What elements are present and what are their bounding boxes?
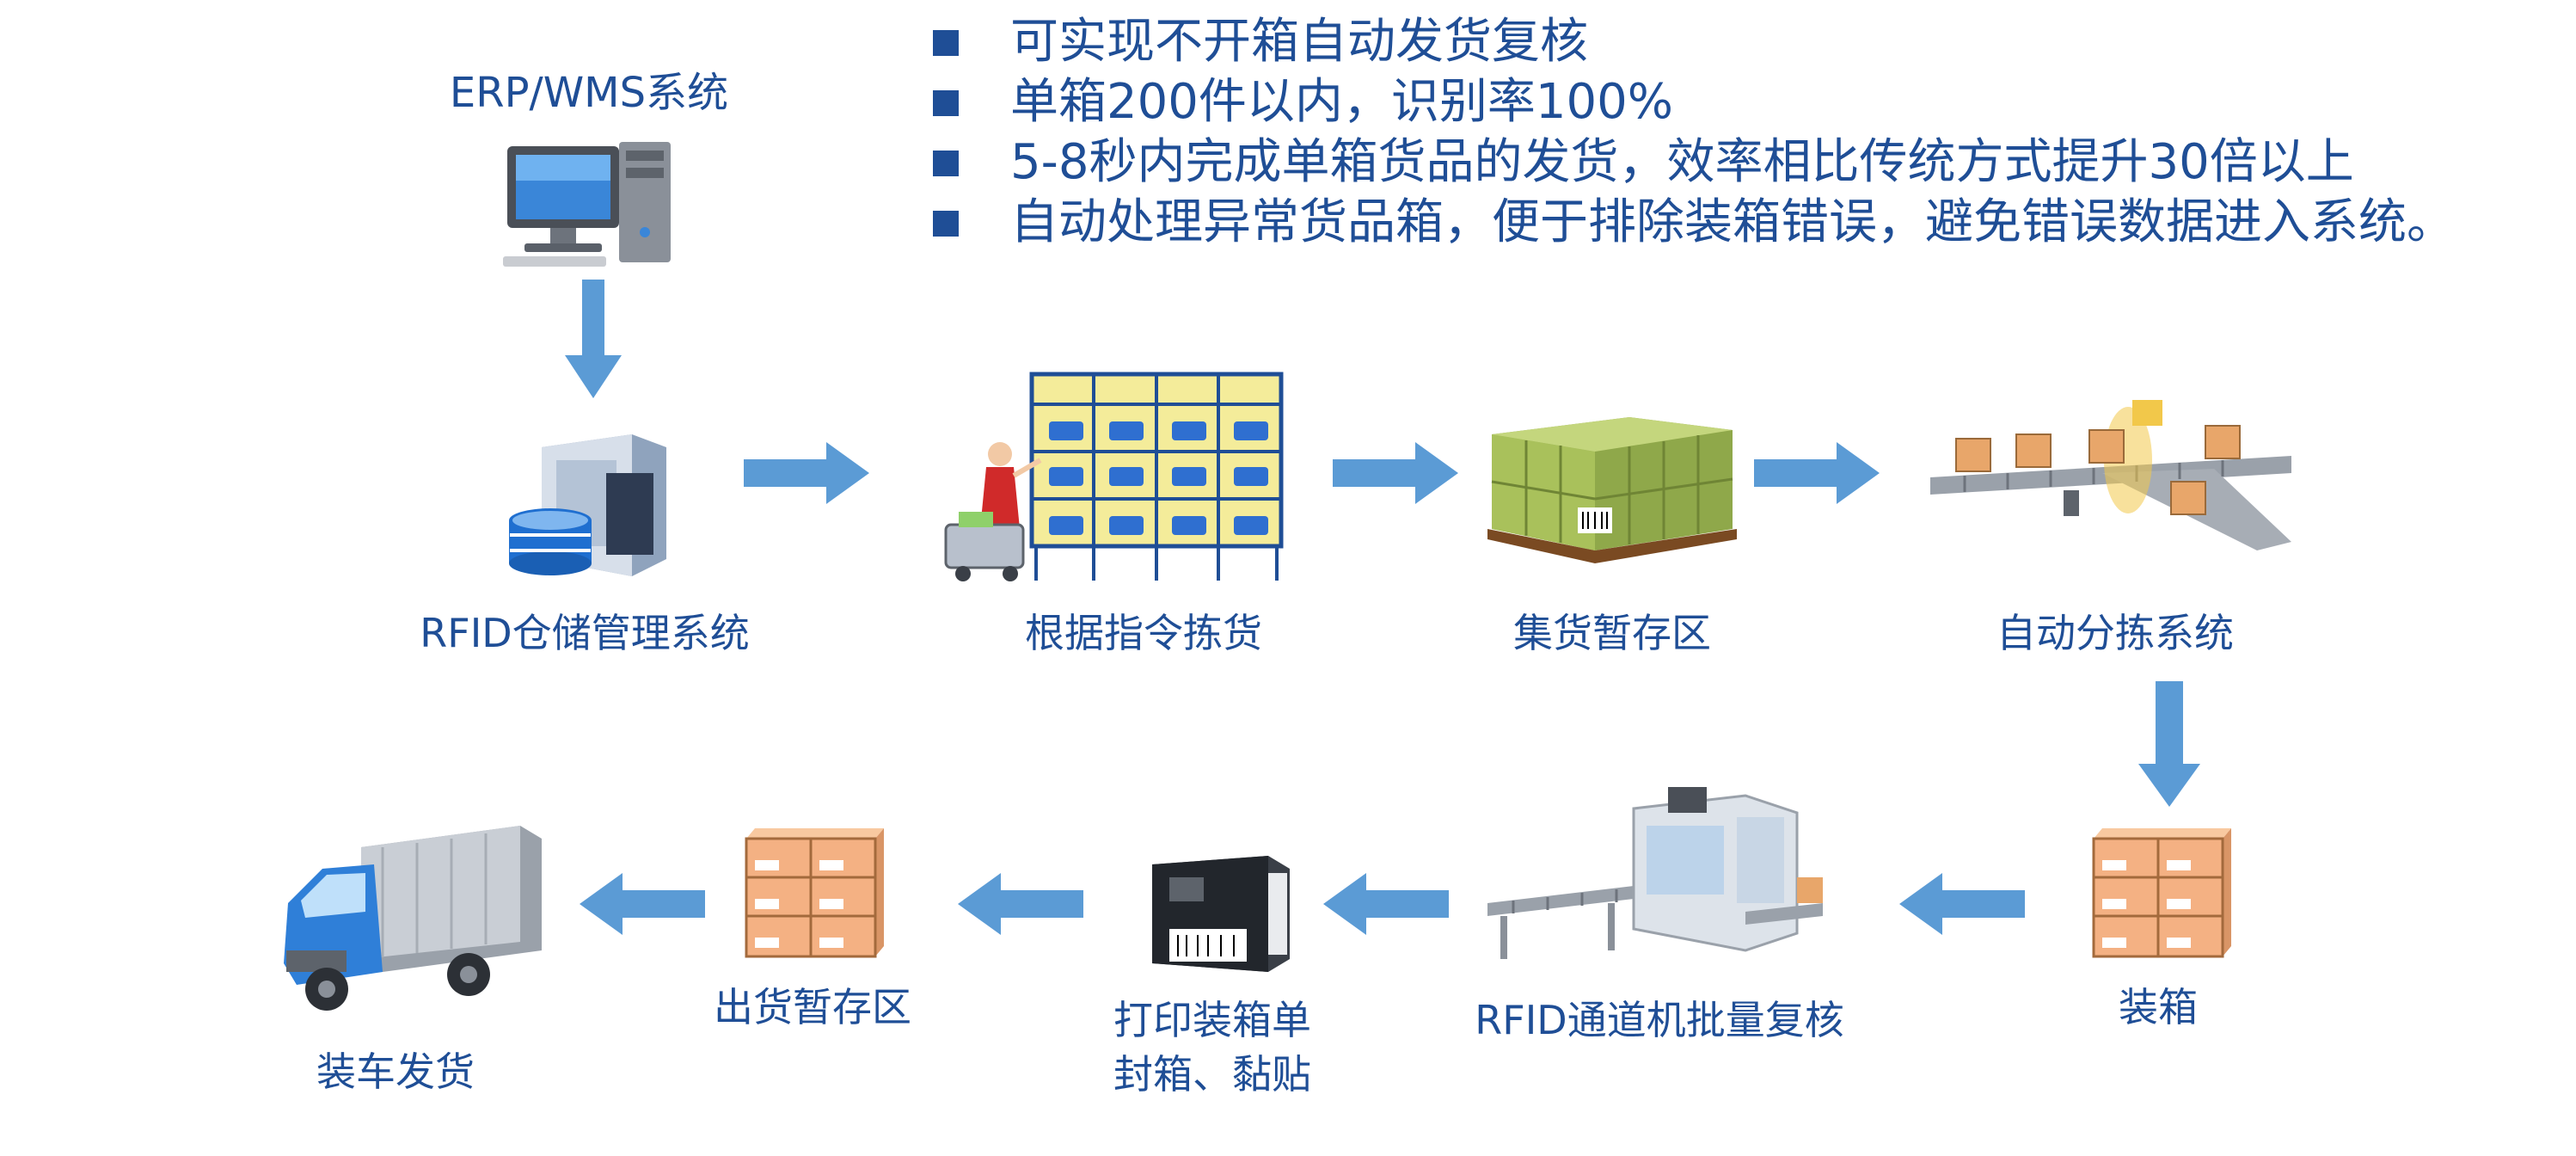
- node-label-picking: 根据指令拣货: [1025, 610, 1262, 656]
- pallet-boxes-icon: [1487, 417, 1737, 563]
- node-label-loading: 装车发货: [316, 1048, 475, 1095]
- arrow-right-icon: [1333, 442, 1458, 504]
- node-label-rfid-wms: RFID仓储管理系统: [420, 610, 750, 656]
- node-label-print-line2: 封箱、黏贴: [1113, 1051, 1311, 1098]
- feature-bullet-list: 可实现不开箱自动发货复核 单箱200件以内，识别率100% 5-8秒内完成单箱货…: [933, 12, 2455, 253]
- desktop-computer-icon: [503, 142, 671, 267]
- arrow-left-icon: [1323, 873, 1449, 935]
- bullet-item: 单箱200件以内，识别率100%: [933, 72, 2455, 132]
- arrow-left-icon: [1899, 873, 2025, 935]
- node-label-staging: 集货暂存区: [1513, 610, 1711, 656]
- node-label-rfid-tunnel: RFID通道机批量复核: [1475, 997, 1844, 1043]
- node-label-sorting: 自动分拣系统: [1996, 610, 2234, 656]
- picking-shelf-icon: [944, 372, 1284, 581]
- arrow-down-icon: [565, 280, 622, 398]
- node-label-outbound: 出货暂存区: [714, 984, 911, 1030]
- bullet-item: 可实现不开箱自动发货复核: [933, 12, 2455, 72]
- bullet-square-icon: [933, 151, 959, 176]
- sorting-conveyor-icon: [1930, 400, 2291, 550]
- delivery-truck-icon: [284, 826, 542, 1011]
- arrow-left-icon: [958, 873, 1083, 935]
- arrow-down-icon: [2138, 681, 2200, 807]
- label-printer-icon: [1152, 856, 1290, 972]
- bullet-square-icon: [933, 211, 959, 237]
- rfid-tunnel-machine-icon: [1487, 787, 1823, 959]
- carton-stack-icon: [2092, 828, 2231, 958]
- bullet-item: 5-8秒内完成单箱货品的发货，效率相比传统方式提升30倍以上: [933, 132, 2455, 193]
- bullet-square-icon: [933, 30, 959, 56]
- bullet-item: 自动处理异常货品箱，便于排除装箱错误，避免错误数据进入系统。: [933, 193, 2455, 253]
- arrow-right-icon: [1754, 442, 1880, 504]
- node-label-boxing: 装箱: [2119, 984, 2198, 1030]
- bullet-square-icon: [933, 90, 959, 116]
- database-server-icon: [509, 434, 666, 576]
- node-label-erp: ERP/WMS系统: [449, 69, 729, 117]
- carton-stack-icon: [745, 828, 884, 958]
- arrow-left-icon: [580, 873, 705, 935]
- arrow-right-icon: [744, 442, 869, 504]
- node-label-print-line1: 打印装箱单: [1113, 997, 1311, 1043]
